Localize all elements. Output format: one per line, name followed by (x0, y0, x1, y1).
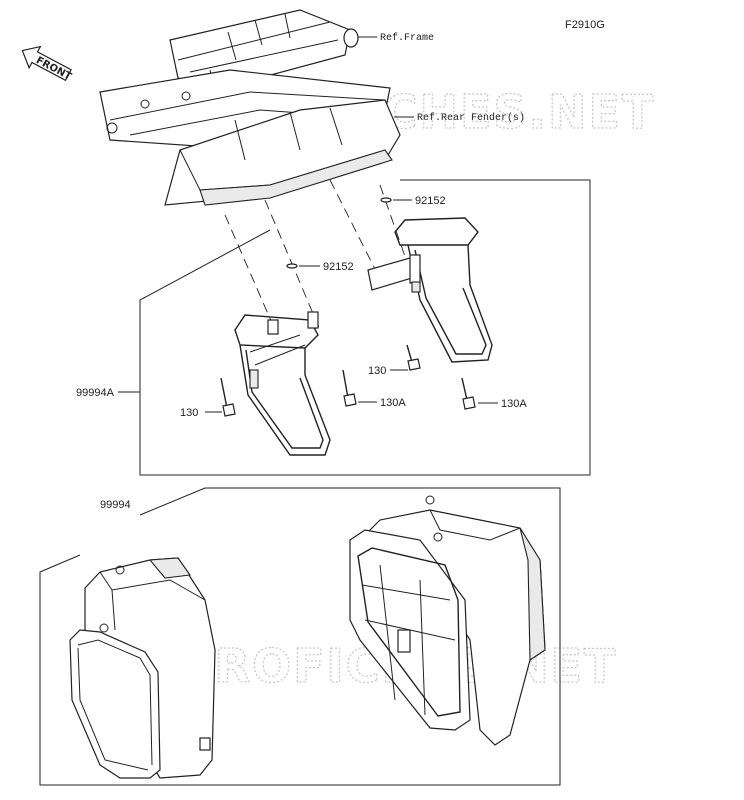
bracket-left (234, 311, 331, 456)
bolt-130a-center (342, 369, 357, 407)
ref-frame-label: Ref.Frame (380, 32, 434, 44)
ref-rear-fender-label: Ref.Rear Fender(s) (417, 112, 525, 124)
diagram-code: F2910G (565, 19, 605, 31)
frame-assembly (99, 9, 401, 206)
bolt-130a-center-label: 130A (380, 397, 406, 409)
bolt-130-left-label: 130 (180, 407, 198, 419)
bolt-130-left (220, 377, 236, 417)
washer-left (286, 263, 298, 269)
washer-right-label: 92152 (415, 195, 446, 207)
washer-right (380, 197, 392, 203)
front-label: FRONT (34, 55, 73, 83)
bolt-130-right-label: 130 (368, 365, 386, 377)
bolt-130a-right-label: 130A (501, 398, 527, 410)
bracket-right (367, 217, 493, 363)
bracket-kit-label: 99994A (76, 387, 115, 399)
bracket-kit-frame (139, 179, 591, 476)
saddlebag-right (349, 495, 546, 746)
washer-left-label: 92152 (323, 261, 354, 273)
bolt-130a-right (461, 377, 476, 410)
saddlebag-kit-frame (39, 487, 561, 786)
saddlebag-kit-label: 99994 (100, 499, 131, 511)
front-arrow-icon: FRONT (21, 45, 73, 83)
bolt-130-right (406, 344, 421, 371)
saddlebag-left (69, 557, 216, 779)
